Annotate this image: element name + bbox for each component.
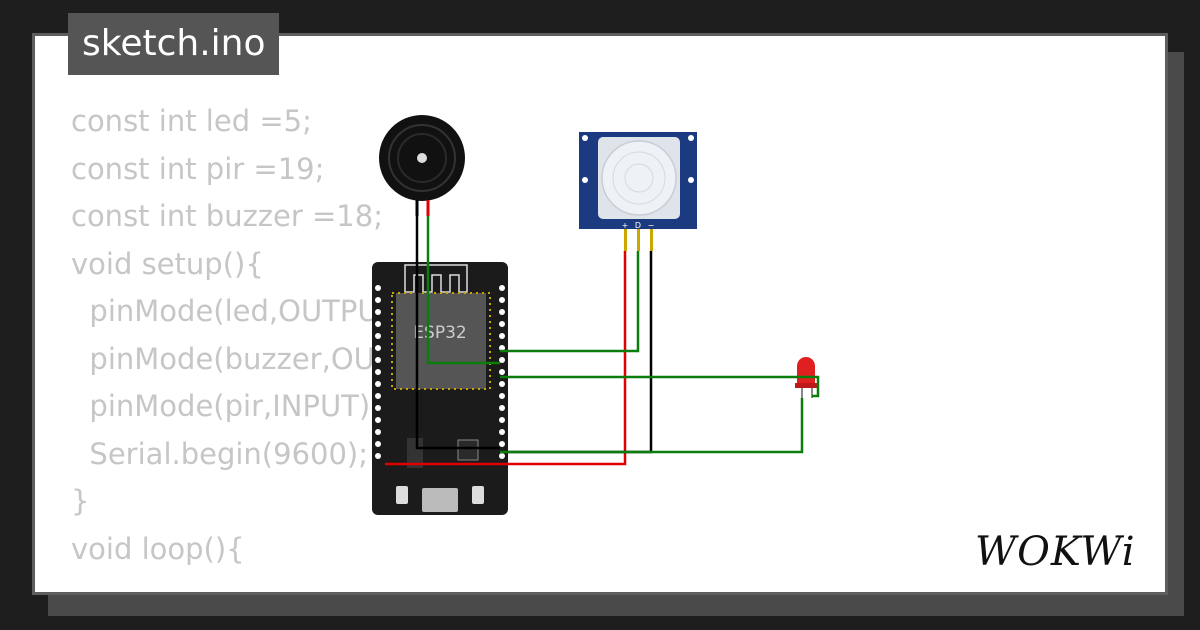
wire-buzzer-signal (426, 216, 500, 365)
wire-pir-vcc (385, 251, 627, 466)
buzzer-icon (379, 115, 465, 216)
code-line: const int pir =19; (71, 151, 325, 186)
pir-pin-label: − (648, 221, 655, 230)
code-line: ... (71, 579, 117, 592)
wokwi-logo: WOKWi (975, 525, 1150, 579)
project-card[interactable]: const int led =5; const int pir =19; con… (32, 33, 1168, 595)
code-line: void setup(){ (71, 246, 264, 281)
code-line: Serial.begin(9600); (71, 436, 369, 471)
wire-buzzer-gnd (415, 216, 500, 450)
wire-pir-data (500, 251, 640, 353)
svg-text:WOKWi: WOKWi (975, 529, 1136, 575)
wire-led-cathode (500, 398, 804, 454)
sketch-title: sketch.ino (68, 13, 280, 75)
code-line: pinMode(pir,INPUT); (71, 389, 380, 423)
pir-icon: + D − (579, 132, 697, 251)
code-line: } (71, 484, 90, 518)
code-preview: const int led =5; const int pir =19; con… (71, 98, 470, 592)
code-line: const int led =5; (71, 104, 312, 138)
code-line: pinMode(led,OUTPUT); (71, 294, 418, 328)
board-label: ESP32 (413, 323, 466, 343)
board-icon: ESP32 (372, 262, 508, 515)
wokwi-logo-icon: WOKWi (975, 529, 1136, 575)
pir-pin-label: D (635, 221, 641, 230)
wire-led-anode (500, 375, 820, 398)
code-line: void loop(){ (71, 531, 245, 566)
pir-pin-label: + (622, 221, 629, 230)
wires (385, 216, 820, 466)
code-line: const int buzzer =18; (71, 199, 383, 233)
